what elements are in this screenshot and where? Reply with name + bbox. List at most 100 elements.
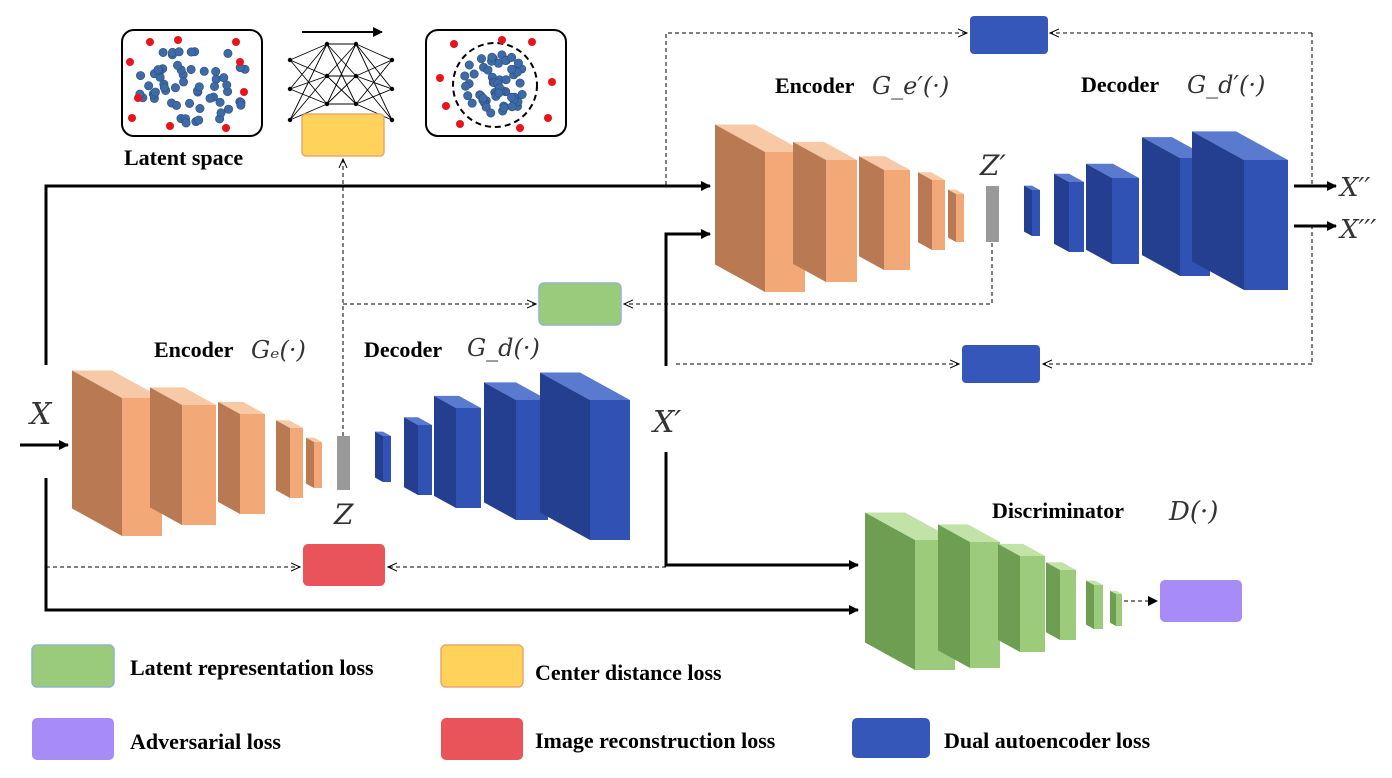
latent-point-normal: [144, 81, 154, 91]
latent-point-normal: [136, 71, 146, 81]
latent-point-normal: [205, 93, 215, 103]
latent-point-anomaly: [146, 38, 154, 46]
legend-label-latent: Latent representation loss: [130, 655, 374, 680]
encoder-2-math: G_e′(·): [872, 72, 949, 100]
encoder-2-layer-4: [918, 172, 945, 250]
latent-z-label: Z: [333, 498, 354, 531]
network-node: [324, 73, 330, 79]
latent-point-anomaly: [516, 124, 524, 132]
network-node: [324, 41, 330, 47]
encoder-2-layer-1: [715, 124, 805, 292]
latent-point-anomaly: [134, 94, 142, 102]
latent-point-normal: [460, 71, 470, 81]
latent-point-normal: [173, 60, 183, 70]
latent-point-normal: [478, 93, 488, 103]
network-node: [389, 57, 395, 63]
network-node: [287, 117, 293, 123]
latent-point-anomaly: [128, 114, 136, 122]
latent-point-anomaly: [240, 88, 248, 96]
latent-point-normal: [507, 64, 517, 74]
discriminator-layer-3: [998, 543, 1045, 652]
encoder-2-layer-2: [793, 141, 857, 282]
latent-point-normal: [195, 103, 205, 113]
network-node: [287, 57, 293, 63]
encoder-1-layer-4: [276, 420, 303, 498]
latent-point-normal: [469, 69, 479, 79]
encoder-1-layer-1: [72, 370, 162, 536]
network-node: [353, 73, 359, 79]
legend-label-dual: Dual autoencoder loss: [944, 728, 1151, 753]
input-x-label: X: [28, 397, 53, 432]
latent-point-anomaly: [222, 124, 230, 132]
latent-points-before: [126, 36, 250, 132]
network-node: [353, 101, 359, 107]
legend-swatch-dual: [852, 718, 930, 758]
legend-swatch-adversarial: [32, 718, 114, 760]
decoder-1-layer-4: [484, 382, 548, 520]
latent-point-normal: [210, 81, 220, 91]
latent-point-normal: [481, 102, 491, 112]
latent-code-z-prime-bar: [986, 186, 999, 242]
latent-point-normal: [185, 98, 195, 108]
decoder-1-layer-3: [434, 395, 481, 508]
latent-point-normal: [215, 97, 225, 107]
encoder-1-layer-5: [306, 437, 322, 488]
latent-point-normal: [487, 52, 497, 62]
legend-swatch-latent: [31, 644, 115, 688]
decoder-1-layer-5: [540, 372, 630, 540]
latent-point-normal: [186, 47, 196, 57]
decoder-2-layer-3: [1086, 163, 1139, 264]
discriminator-label: Discriminator: [992, 498, 1124, 523]
decoder-1-math: G_d(·): [467, 334, 540, 362]
reconstruction-x-prime-label: X′: [651, 405, 681, 440]
encoder-1-layer-3: [218, 401, 265, 514]
network-node: [287, 86, 293, 92]
latent-point-anomaly: [528, 38, 536, 46]
latent-point-normal: [216, 108, 226, 118]
output-x-double-prime-label: X′′: [1338, 173, 1370, 203]
latent-point-anomaly: [436, 74, 444, 82]
latent-point-anomaly: [450, 40, 458, 48]
legend: Latent representation loss Center distan…: [31, 644, 1151, 760]
decoder-2-label: Decoder: [1081, 72, 1159, 97]
latent-point-normal: [517, 89, 527, 99]
latent-point-normal: [507, 92, 517, 102]
latent-point-normal: [222, 80, 232, 90]
discriminator-layer-2: [938, 524, 1000, 668]
latent-point-normal: [461, 81, 471, 91]
latent-point-normal: [507, 52, 517, 62]
latent-point-normal: [199, 66, 209, 76]
solid-data-flow: [20, 181, 1337, 615]
center-boundary-circle: [452, 42, 538, 128]
latent-point-anomaly: [166, 122, 174, 130]
encoder-2-label: Encoder: [775, 73, 855, 98]
latent-point-normal: [483, 65, 493, 75]
latent-point-normal: [158, 47, 168, 57]
encoder-1-math: Gₑ(·): [251, 336, 306, 364]
network-node: [389, 117, 395, 123]
latent-point-anomaly: [126, 58, 134, 66]
latent-point-normal: [499, 103, 509, 113]
latent-point-normal: [513, 58, 523, 68]
latent-points-after: [436, 36, 556, 132]
network-node: [389, 86, 395, 92]
discriminator-layer-5: [1086, 580, 1103, 629]
latent-point-normal: [464, 60, 474, 70]
latent-point-anomaly: [442, 102, 450, 110]
discriminator-layer-6: [1110, 590, 1122, 626]
latent-point-anomaly: [456, 120, 464, 128]
latent-z-prime-label: Z′: [979, 149, 1006, 182]
discriminator-math: D(·): [1168, 497, 1218, 527]
legend-label-recon: Image reconstruction loss: [535, 728, 776, 753]
latent-point-normal: [186, 64, 196, 74]
latent-point-normal: [467, 98, 477, 108]
encoder-1-layer-2: [150, 387, 216, 525]
decoder-1-label: Decoder: [364, 337, 442, 362]
latent-representation-loss-box: [538, 282, 622, 326]
decoder-2-layer-5: [1192, 131, 1288, 290]
latent-point-normal: [211, 67, 221, 77]
decoder-1-layer-1: [375, 431, 391, 482]
center-distance-loss-box: [301, 113, 385, 157]
dual-autoencoder-loss-box-top: [970, 16, 1048, 54]
